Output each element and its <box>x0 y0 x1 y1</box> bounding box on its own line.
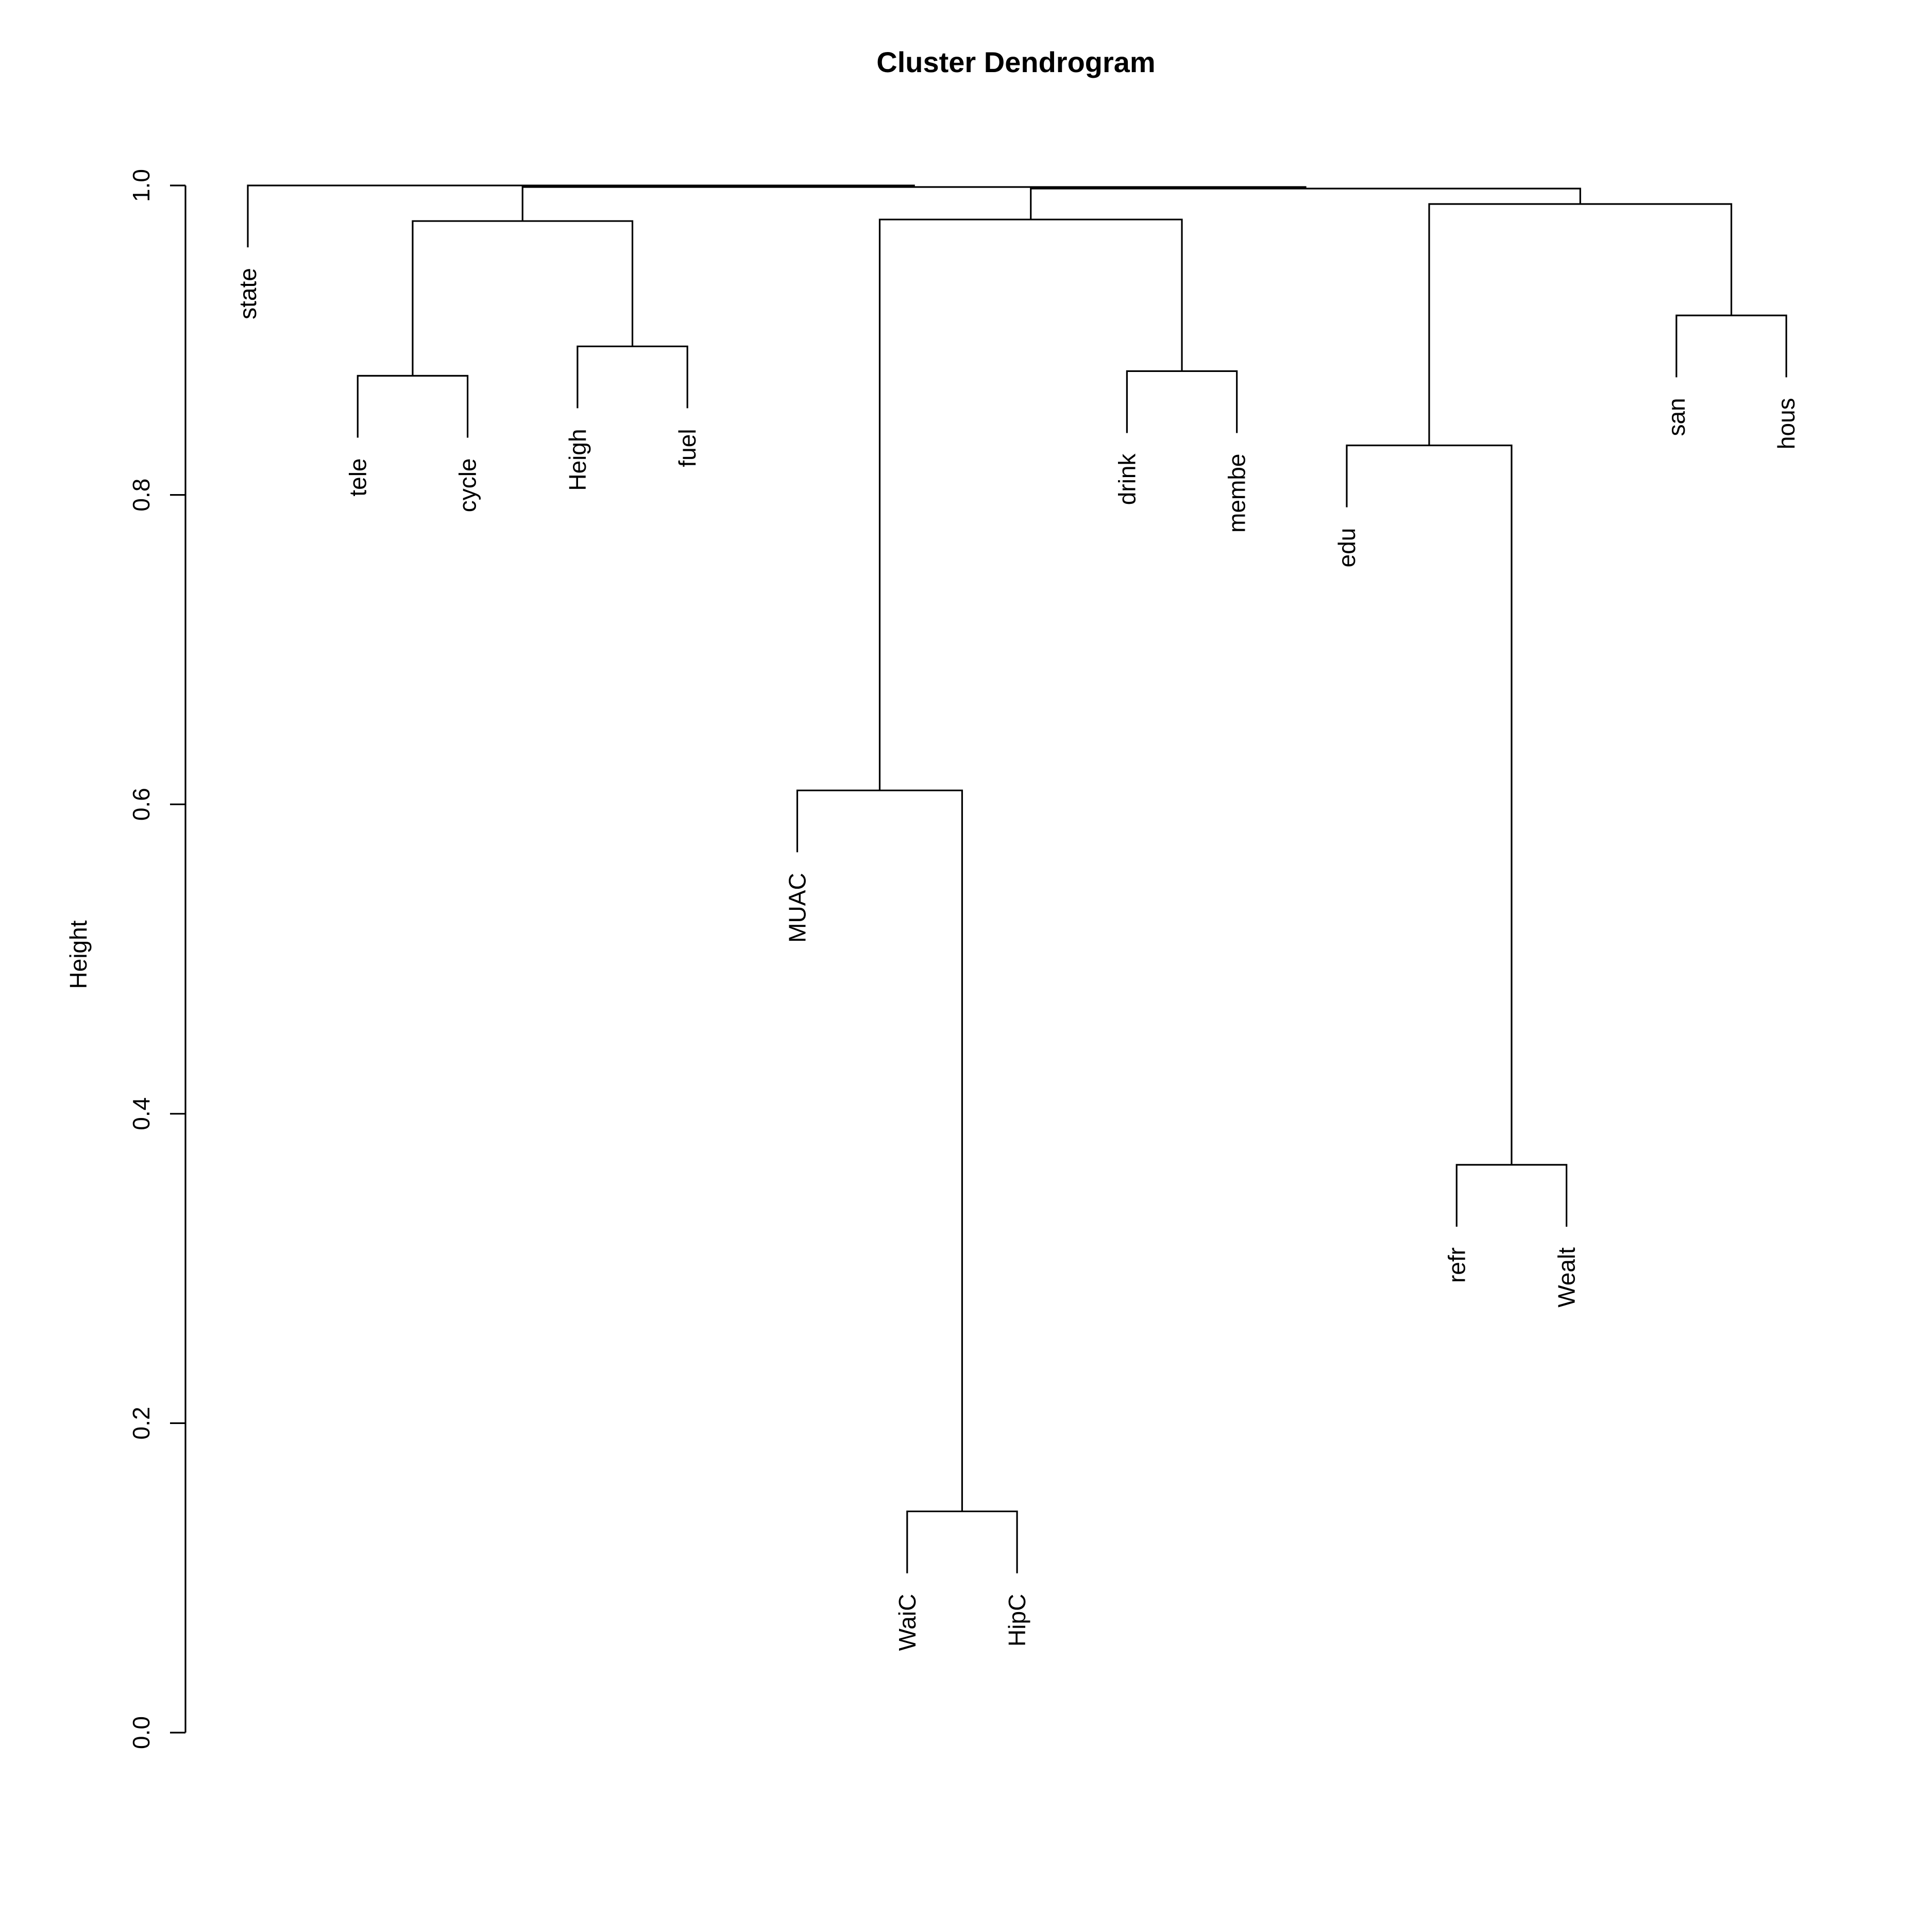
merge-link-m5 <box>357 375 469 438</box>
merge-link-m7 <box>577 345 688 409</box>
leaf-label-hipc: HipC <box>1004 1594 1030 1647</box>
merge-link-m3 <box>796 789 963 1512</box>
y-tick-label: 0.0 <box>128 1716 155 1749</box>
y-tick-label: 0.8 <box>128 479 155 512</box>
leaf-label-san: san <box>1663 398 1690 436</box>
leaf-label-cycle: cycle <box>454 458 481 512</box>
leaf-label-drink: drink <box>1113 453 1140 505</box>
leaf-label-edu: edu <box>1333 528 1360 568</box>
leaf-label-refr: refr <box>1443 1247 1470 1283</box>
merge-link-m6 <box>1126 370 1238 433</box>
merge-link-m1 <box>906 1510 1018 1573</box>
leaf-label-tele: tele <box>344 458 371 496</box>
y-axis-label: Height <box>65 920 92 989</box>
y-axis: 0.0 0.2 0.4 0.6 0.8 1.0 <box>128 169 187 1749</box>
y-tick-label: 1.0 <box>128 169 155 202</box>
merge-link-m2 <box>1455 1164 1568 1227</box>
merge-link-m4 <box>1346 444 1513 1165</box>
y-tick-label: 0.2 <box>128 1406 155 1439</box>
leaf-label-fuel: fuel <box>674 429 701 467</box>
leaf-label-muac: MUAC <box>784 873 811 942</box>
merge-link-m8 <box>1675 314 1787 378</box>
merge-link-m9 <box>412 220 634 376</box>
dendrogram-links <box>247 184 1787 1573</box>
leaf-label-hous: hous <box>1773 398 1800 449</box>
leaf-label-wealt: Wealt <box>1553 1247 1580 1308</box>
leaf-label-membe: membe <box>1224 453 1250 532</box>
y-tick-label: 0.6 <box>128 788 155 821</box>
leaf-label-heigh: Heigh <box>564 429 591 490</box>
leaf-label-waic: WaiC <box>894 1594 921 1651</box>
leaf-label-state: state <box>234 268 261 319</box>
chart-title: Cluster Dendrogram <box>876 46 1155 78</box>
merge-link-m13 <box>521 186 1307 222</box>
merge-link-m14 <box>247 184 915 248</box>
y-tick-label: 0.4 <box>128 1097 155 1130</box>
